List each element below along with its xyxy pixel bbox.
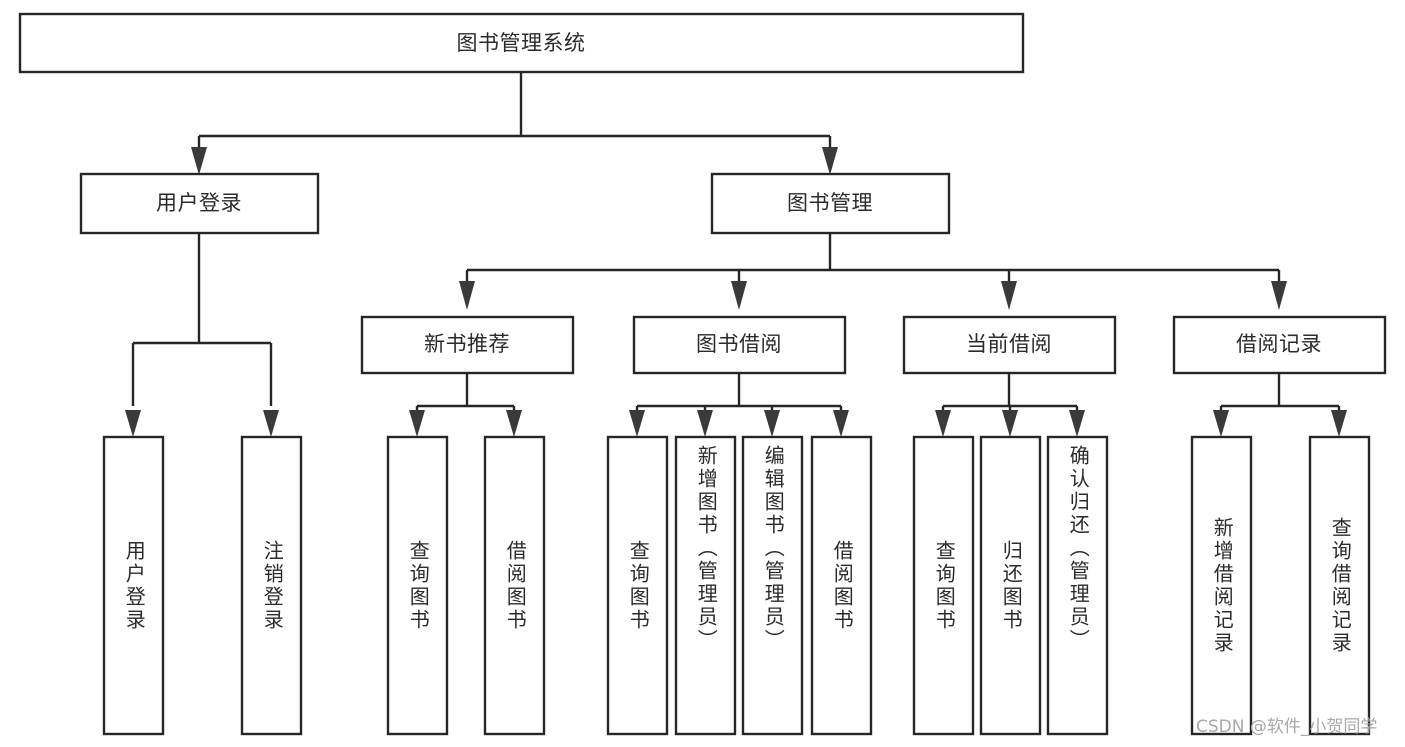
arrow-head-newbook [459,281,475,310]
leaf-label-query-record: 查询借阅记录 [1328,516,1353,655]
node-user-login-label: 用户登录 [156,191,242,215]
node-book-manage-rect[interactable] [710,172,951,235]
node-book-borrow-label: 图书借阅 [696,332,782,356]
leaf-rect-borrow-book-1[interactable] [483,435,546,736]
arrow-head-leaf-query-record [1331,410,1347,437]
leaf-rect-query-record[interactable] [1308,435,1371,736]
node-new-book-rec-rect[interactable] [360,315,575,375]
leaf-label-confirm-return: 确认归还（管理员） [1066,445,1091,652]
leaf-rect-query-book-2[interactable] [606,435,669,736]
leaf-rect-user-login[interactable] [102,435,165,736]
node-root-label: 图书管理系统 [457,31,586,55]
leaf-rect-logout[interactable] [240,435,303,736]
leaf-label-query-book-3: 查询图书 [932,539,957,632]
node-current-borrow-rect[interactable] [902,315,1117,375]
leaf-label-query-book-1: 查询图书 [406,539,431,632]
arrow-head-leaf-borrow-book-1 [506,410,522,437]
arrow-head-user-login [191,147,207,175]
arrow-head-currentborrow [1001,281,1017,310]
node-user-login-rect[interactable] [79,172,320,235]
csdn-watermark: CSDN @软件_小贺同学 [1196,717,1378,737]
node-book-borrow[interactable]: 图书借阅 [632,315,847,375]
leaf-box-group [102,435,1371,736]
leaf-label-add-record: 新增借阅记录 [1210,516,1235,655]
leaf-rect-return-book[interactable] [979,435,1042,736]
leaf-label-user-login: 用户登录 [122,539,147,632]
node-book-borrow-rect[interactable] [632,315,847,375]
node-user-login[interactable]: 用户登录 [79,172,320,235]
arrow-head-leaf-add-record [1213,410,1229,437]
arrow-head-leaf-borrow-book-2 [833,410,849,437]
leaf-label-query-book-2: 查询图书 [626,539,651,632]
node-borrow-record[interactable]: 借阅记录 [1172,315,1387,375]
leaf-rect-edit-book[interactable] [741,435,804,736]
leaf-rect-borrow-book-2[interactable] [810,435,873,736]
node-book-manage-label: 图书管理 [787,191,873,215]
arrow-head-leaf-logout [263,410,279,437]
arrow-head-leaf-query-book-3 [935,410,951,437]
edge-group [125,72,1347,437]
node-root-rect[interactable] [18,12,1025,74]
arrow-head-bookborrow [731,281,747,310]
leaf-label-return-book: 归还图书 [999,539,1024,632]
node-new-book-rec-label: 新书推荐 [424,332,510,356]
leaf-label-edit-book: 编辑图书（管理员） [761,445,786,652]
leaf-rect-add-book[interactable] [674,435,737,736]
leaf-rect-query-book-1[interactable] [386,435,449,736]
leaf-label-logout: 注销登录 [260,539,285,632]
arrow-head-leaf-confirm-return [1069,410,1085,437]
leaf-rect-confirm-return[interactable] [1046,435,1109,736]
node-book-manage[interactable]: 图书管理 [710,172,951,235]
leaf-label-borrow-book-2: 借阅图书 [830,539,855,632]
node-new-book-rec[interactable]: 新书推荐 [360,315,575,375]
arrow-head-book-manage [822,147,838,175]
leaf-label-add-book: 新增图书（管理员） [694,445,719,652]
node-borrow-record-rect[interactable] [1172,315,1387,375]
leaf-label-borrow-book-1: 借阅图书 [503,539,528,632]
arrow-head-leaf-query-book-2 [629,410,645,437]
arrow-head-leaf-user-login [125,410,141,437]
node-root[interactable]: 图书管理系统 [18,12,1025,74]
node-current-borrow[interactable]: 当前借阅 [902,315,1117,375]
arrow-head-leaf-query-book-1 [409,410,425,437]
arrow-head-leaf-add-book [697,410,713,437]
leaf-rect-add-record[interactable] [1190,435,1253,736]
leaf-rect-query-book-3[interactable] [912,435,975,736]
node-current-borrow-label: 当前借阅 [966,332,1052,356]
node-borrow-record-label: 借阅记录 [1236,332,1322,356]
arrow-head-borrowrecord [1271,281,1287,310]
arrow-head-leaf-return-book [1002,410,1018,437]
arrow-head-leaf-edit-book [764,410,780,437]
